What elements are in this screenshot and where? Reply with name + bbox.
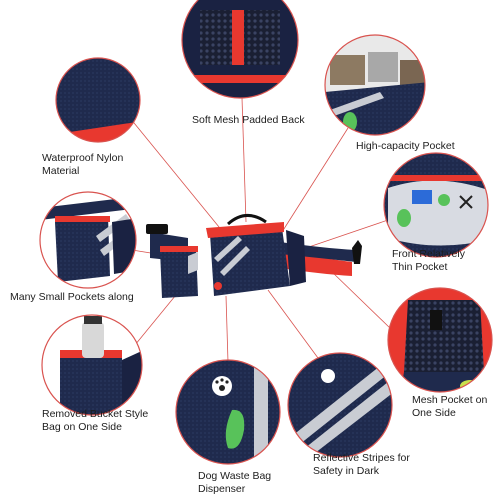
callout-reflective-stripes: Reflective Stripes for Safety in Dark <box>313 452 410 477</box>
waste-bag-closeup <box>175 359 281 465</box>
leader-line-waste <box>225 295 229 363</box>
leader-line-high <box>281 127 349 233</box>
callout-soft-mesh-back: Soft Mesh Padded Back <box>192 114 305 126</box>
callout-front-thin-pocket: Front Relatively Thin Pocket <box>392 248 465 273</box>
front-pocket-closeup <box>383 152 489 258</box>
callout-small-pockets: Many Small Pockets along <box>10 291 134 303</box>
leader-line-back <box>241 97 247 223</box>
callout-mesh-side-pocket: Mesh Pocket on One Side <box>412 394 488 419</box>
leader-line-front <box>299 219 389 251</box>
nylon-material-closeup <box>55 57 141 143</box>
mesh-side-pocket-closeup <box>387 287 493 393</box>
leader-line-reflect <box>267 289 319 359</box>
callout-waste-bag-dispenser: Dog Waste Bag Dispenser <box>198 470 272 495</box>
callout-waterproof-nylon: Waterproof Nylon Material <box>42 152 124 177</box>
small-pockets-closeup <box>39 191 137 289</box>
bucket-bag-closeup <box>41 314 143 416</box>
high-capacity-closeup <box>324 34 426 136</box>
leader-line-meshside <box>329 269 393 331</box>
callout-bucket-bag: Removed Bucket Style Bag on One Side <box>42 408 149 433</box>
reflective-stripes-closeup <box>287 352 393 458</box>
callout-high-capacity-pocket: High-capacity Pocket <box>356 140 455 152</box>
leader-line-nylon <box>129 117 229 239</box>
central-bag <box>146 214 362 298</box>
leader-line-bucket <box>134 289 181 346</box>
mesh-back-closeup <box>181 0 299 99</box>
